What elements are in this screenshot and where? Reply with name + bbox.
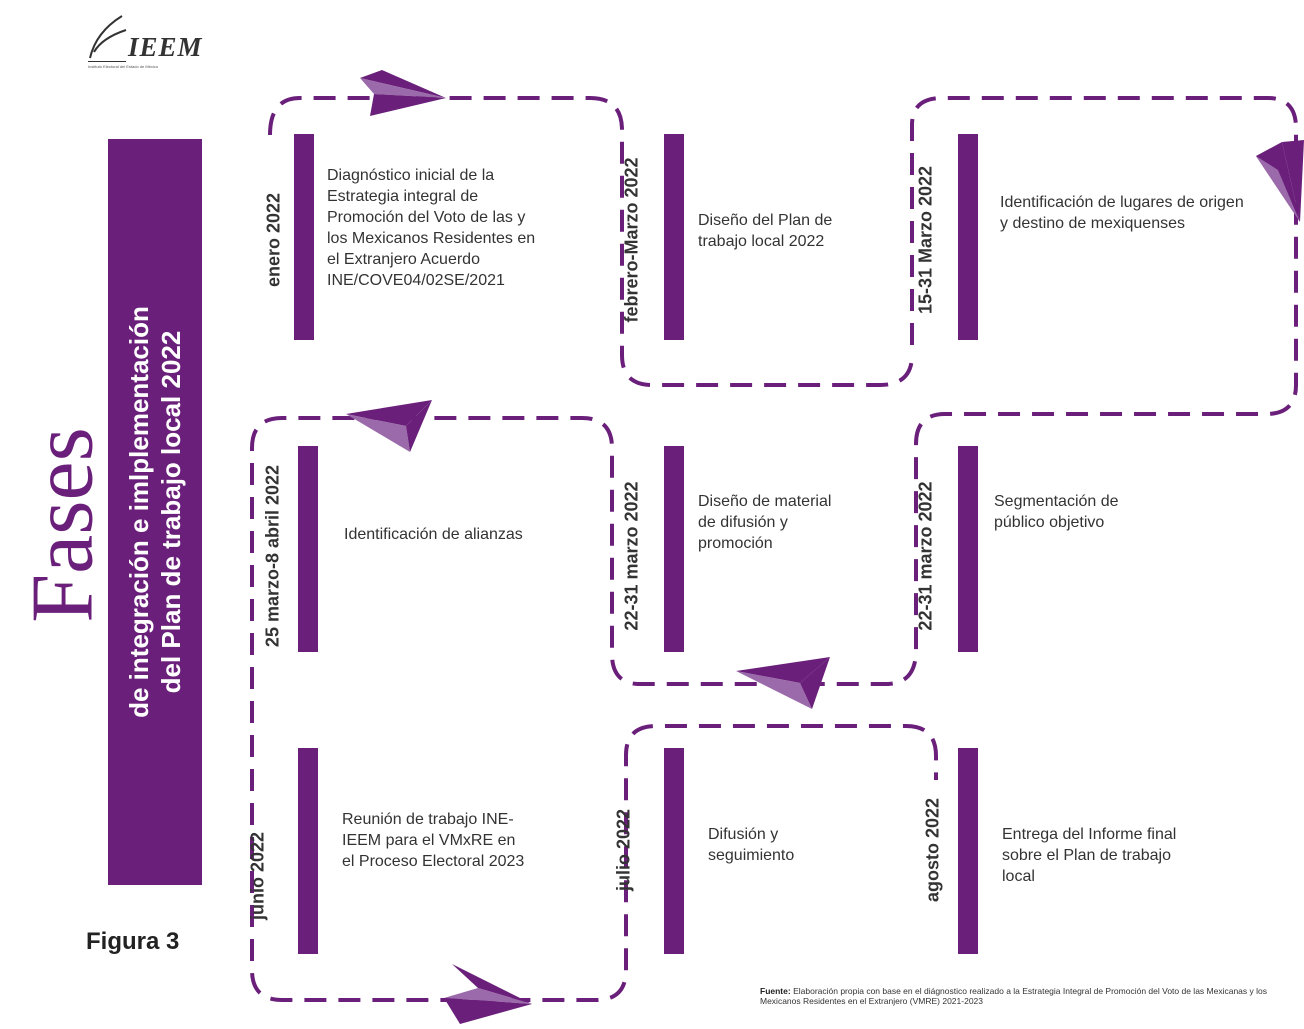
phase-bar <box>298 446 318 652</box>
logo-emblem-icon <box>88 15 127 62</box>
phase-bar <box>958 446 978 652</box>
phase-description: Identificación de alianzas <box>344 526 523 543</box>
phase-date: enero 2022 <box>263 192 284 288</box>
phase-description: Diagnóstico inicial de la Estrategia int… <box>327 167 536 289</box>
phase-description: Entrega del Informe final sobre el Plan … <box>1002 826 1177 885</box>
phase-description: Diseño de material de difusión y promoci… <box>698 493 832 552</box>
title-line-1: de integración e imlplementación <box>124 306 154 718</box>
paper-plane-icon <box>736 657 830 709</box>
source-note: Fuente: Elaboración propia con base en e… <box>760 986 1268 1006</box>
logo-text: IEEM <box>128 32 203 62</box>
phase-bar <box>298 748 318 954</box>
phase-date: agosto 2022 <box>922 797 943 903</box>
phase-description: Segmentación de público objetivo <box>994 493 1119 531</box>
paper-plane-icon <box>346 400 432 452</box>
phase-description: Identificación de lugares de origen y de… <box>1000 194 1244 232</box>
phase-bar <box>664 134 684 340</box>
phase-bar <box>664 748 684 954</box>
logo-subtitle: Instituto Electoral del Estado de México <box>88 64 159 69</box>
phase-date: junio 2022 <box>247 831 268 921</box>
title-banner: de integración e imlplementación del Pla… <box>108 139 202 885</box>
phase-description: Difusión y seguimiento <box>708 826 795 864</box>
ieem-logo: IEEM Instituto Electoral del Estado de M… <box>86 12 216 72</box>
title-line-2: del Plan de trabajo local 2022 <box>156 330 186 694</box>
phase-description: Diseño del Plan de trabajo local 2022 <box>698 212 833 250</box>
connector-row1-left <box>268 96 914 387</box>
phase-date: 22-31 marzo 2022 <box>621 481 642 631</box>
phase-date: 22-31 marzo 2022 <box>915 481 936 631</box>
phase-bar <box>958 134 978 340</box>
paper-plane-icon <box>444 964 532 1024</box>
phase-date: 15-31 Marzo 2022 <box>915 165 936 315</box>
phase-description: Reunión de trabajo INE-IEEM para el VMxR… <box>342 811 525 870</box>
phase-date: 25 marzo-8 abril 2022 <box>262 464 283 648</box>
phase-date: febrero-Marzo 2022 <box>621 157 642 323</box>
paper-plane-icon <box>360 70 446 116</box>
figure-label: Figura 3 <box>86 928 180 955</box>
phase-bar <box>664 446 684 652</box>
paper-plane-icon <box>1256 140 1304 222</box>
phase-date: julio 2022 <box>613 808 634 892</box>
phase-bar <box>958 748 978 954</box>
phase-bar <box>294 134 314 340</box>
main-title: Fases <box>14 427 112 623</box>
